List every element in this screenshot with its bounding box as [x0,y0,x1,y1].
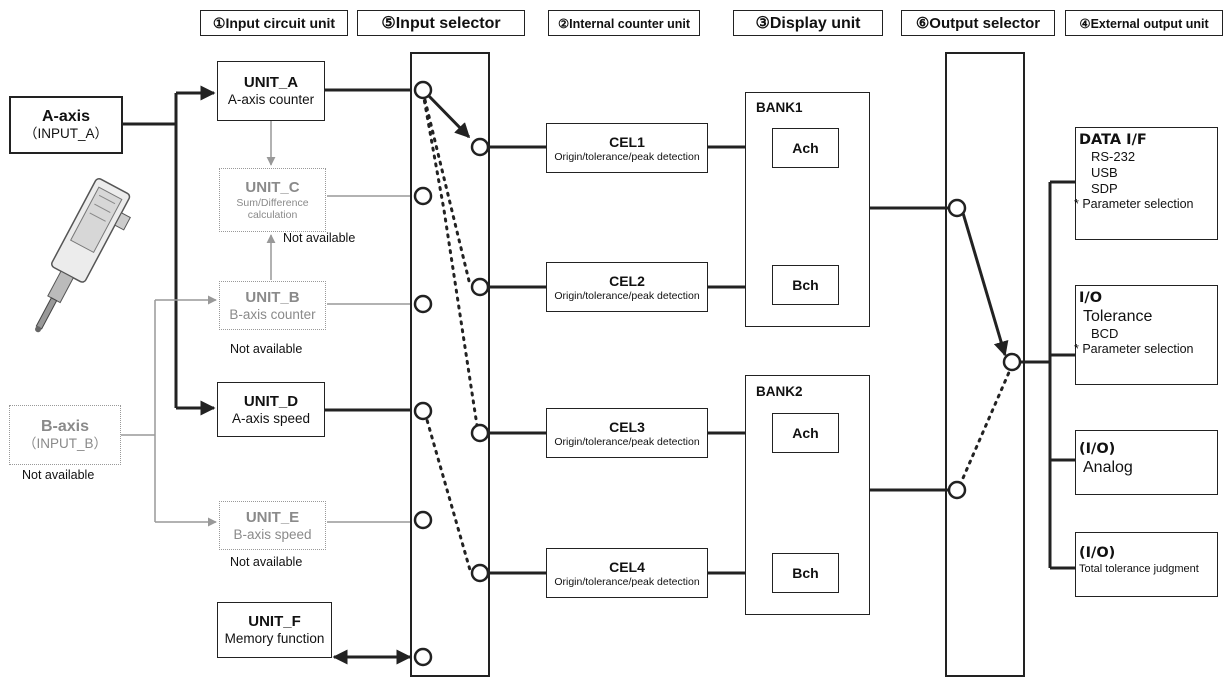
cel-lines [488,145,772,575]
unit-b-title: UNIT_B [245,288,300,306]
io-box: I/O Tolerance BCD * Parameter selection [1074,285,1218,385]
total-tolerance-label: Total tolerance judgment [1079,563,1199,575]
header-output-selector: ⑥Output selector [901,10,1055,36]
cel2-title: CEL2 [609,273,645,289]
b-axis-note: Not available [22,468,95,482]
analog-box: (I/O) Analog [1075,430,1218,495]
sensor-device-image [35,177,131,333]
cel3-title: CEL3 [609,419,645,435]
b-axis-title: B-axis [40,418,90,435]
data-if-box: DATA I/F RS-232 USB SDP * Parameter sele… [1074,127,1218,240]
bank2-bch-label: Bch [792,565,819,581]
data-if-note: * Parameter selection [1074,197,1194,211]
bank2-title: BANK2 [756,384,803,399]
header-input-selector: ⑤Input selector [357,10,525,36]
bank-output-lines [870,180,1075,570]
unit-output-lines [325,88,412,665]
data-if-rs232: RS-232 [1091,149,1136,164]
cel4-title: CEL4 [609,559,645,575]
header-input-circuit: ①Input circuit unit [200,10,348,36]
unit-e: UNIT_E B-axis speed [219,501,326,550]
bank1-bch: Bch [772,265,839,305]
cel4-sub: Origin/tolerance/peak detection [554,576,700,588]
total-tolerance-title: (I/O) [1079,545,1116,561]
cel2-sub: Origin/tolerance/peak detection [554,290,700,302]
unit-b-note: Not available [230,342,303,356]
selector-circles [413,80,1022,667]
b-axis-sub: （INPUT_B） [22,436,107,451]
unit-c-title: UNIT_C [245,179,300,196]
bank1-bch-label: Bch [792,277,819,293]
unit-c-note: Not available [283,231,356,245]
cel4-box: CEL4 Origin/tolerance/peak detection [546,548,708,598]
cel1-box: CEL1 Origin/tolerance/peak detection [546,123,708,173]
unit-d: UNIT_D A-axis speed [217,382,325,437]
b-axis-feed-lines [121,121,410,527]
bank2-bch: Bch [772,553,839,593]
header-internal-counter: ②Internal counter unit [548,10,700,36]
cel1-title: CEL1 [609,134,645,150]
unit-e-sub: B-axis speed [233,526,312,542]
b-axis-input: B-axis （INPUT_B） [9,405,121,465]
data-if-usb: USB [1091,165,1118,180]
unit-e-note: Not available [230,555,303,569]
bank2-ach-label: Ach [792,425,819,441]
cel3-box: CEL3 Origin/tolerance/peak detection [546,408,708,458]
total-tolerance-box: (I/O) Total tolerance judgment [1075,532,1218,597]
io-tolerance: Tolerance [1083,308,1153,325]
bank1-title: BANK1 [756,100,803,115]
unit-c-sub: Sum/Difference calculation [236,197,309,221]
unit-f-sub: Memory function [224,631,325,646]
data-if-title: DATA I/F [1079,132,1147,148]
cel3-sub: Origin/tolerance/peak detection [554,436,700,448]
unit-b: UNIT_B B-axis counter [219,281,326,330]
unit-a-title: UNIT_A [243,74,299,91]
unit-f: UNIT_F Memory function [217,602,332,658]
output-selector-panel [945,52,1025,677]
header-display: ③Display unit [733,10,883,36]
io-note: * Parameter selection [1074,342,1194,356]
unit-a: UNIT_A A-axis counter [217,61,325,121]
bank1-ach-label: Ach [792,140,819,156]
bank2-ach: Ach [772,413,839,453]
analog-title: (I/O) [1079,441,1116,457]
header-external-output: ④External output unit [1065,10,1223,36]
unit-a-sub: A-axis counter [227,92,315,107]
unit-d-title: UNIT_D [243,392,299,410]
unit-c: UNIT_C Sum/Difference calculation [219,168,326,232]
a-axis-title: A-axis [41,108,91,125]
data-if-sdp: SDP [1091,181,1118,196]
unit-f-title: UNIT_F [248,613,301,630]
cel2-box: CEL2 Origin/tolerance/peak detection [546,262,708,312]
input-selector-routing [421,90,480,572]
io-bcd: BCD [1091,326,1119,341]
a-axis-sub: （INPUT_A） [23,126,108,141]
a-axis-feed-lines [123,85,216,416]
io-title: I/O [1079,290,1103,306]
bank1-ach: Ach [772,128,839,168]
cel1-sub: Origin/tolerance/peak detection [554,151,700,163]
unit-b-sub: B-axis counter [229,306,316,322]
unit-e-title: UNIT_E [245,508,300,526]
a-axis-input: A-axis （INPUT_A） [9,96,123,154]
analog-label: Analog [1083,459,1133,476]
input-selector-panel [410,52,490,677]
unit-d-sub: A-axis speed [231,410,311,426]
